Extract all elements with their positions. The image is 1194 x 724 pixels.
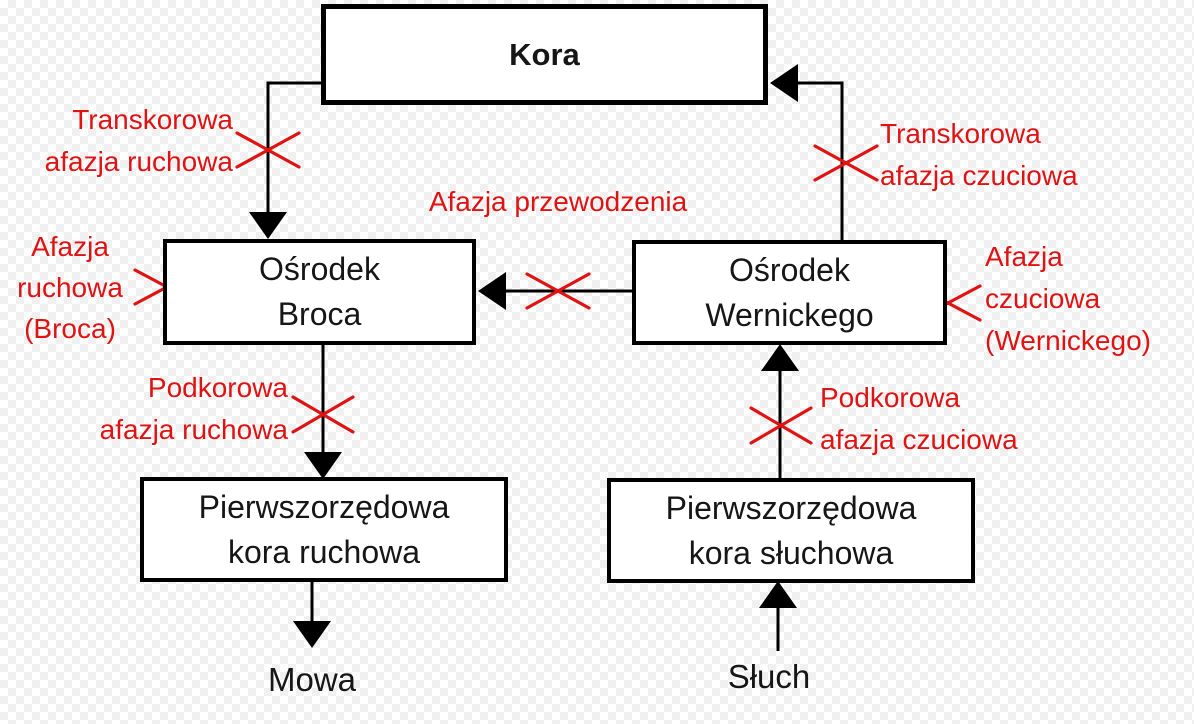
label-hearing: Słuch [727, 658, 811, 695]
arrow-wernicke-to-kora [770, 64, 844, 241]
arrow-auditory-cortex-to-wernicke [761, 344, 799, 479]
label-wernicke-aphasia: Afazja czuciowa (Wernickego) [985, 241, 1151, 356]
node-auditory-cortex: Pierwszorzędowa kora słuchowa [607, 478, 975, 583]
label-conduction-aphasia: Afazja przewodzenia [428, 186, 688, 217]
lesion-x-subcortical-motor [291, 395, 355, 434]
label-subcortical-motor-aphasia: Podkorowa afazja ruchowa [99, 372, 288, 445]
lesion-x-subcortical-sensory [749, 406, 813, 445]
arrow-broca-to-motor-cortex [304, 344, 342, 479]
lesion-x-conduction [525, 272, 591, 310]
label-speech: Mowa [267, 661, 357, 698]
node-wernicke: Ośrodek Wernickego [632, 240, 947, 345]
node-broca: Ośrodek Broca [163, 239, 476, 345]
label-transcortical-motor-aphasia: Transkorowa afazja ruchowa [44, 104, 233, 177]
label-subcortical-sensory-aphasia: Podkorowa afazja czuciowa [820, 382, 1018, 455]
arrow-hearing-to-auditory-cortex [759, 581, 797, 651]
arrow-wernicke-to-broca [478, 272, 633, 310]
label-transcortical-sensory-aphasia: Transkorowa afazja czuciowa [880, 118, 1078, 191]
label-broca-aphasia: Afazja ruchowa (Broca) [17, 231, 123, 344]
lesion-x-transcortical-motor [235, 131, 301, 169]
arrow-motor-cortex-to-speech [293, 581, 331, 648]
node-motor-cortex: Pierwszorzędowa kora ruchowa [140, 477, 508, 582]
lesion-x-transcortical-sensory [813, 144, 879, 182]
node-kora: Kora [321, 4, 768, 105]
arrow-kora-to-broca [249, 81, 322, 239]
